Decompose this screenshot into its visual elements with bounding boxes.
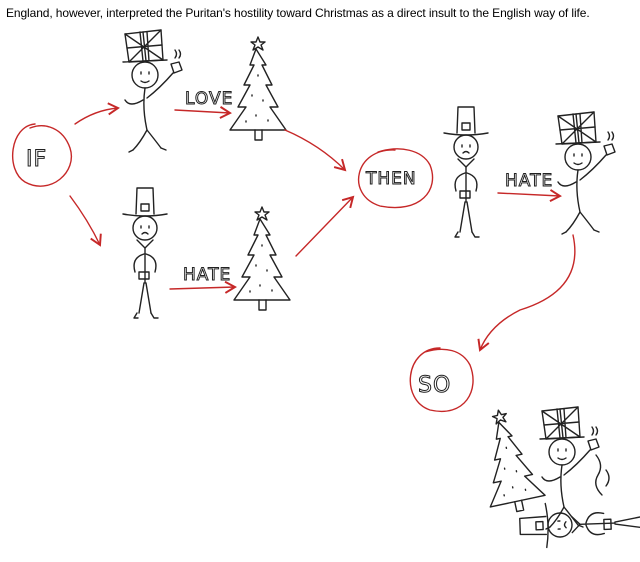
arrow-hate-1	[169, 280, 237, 294]
then-node: THEN	[357, 148, 434, 209]
fallen-christmas-tree-icon	[470, 403, 548, 518]
hate-label-1: HATE	[183, 265, 231, 285]
arrow-hate-2	[497, 189, 562, 202]
knocked-down-puritan-figure	[518, 499, 640, 550]
englishman-figure	[539, 406, 600, 530]
arrow-to-then-top	[284, 129, 347, 172]
puritan-figure	[443, 106, 489, 238]
arrow-love	[174, 106, 232, 119]
so-label: SO	[418, 373, 451, 398]
englishman-figure	[122, 29, 183, 153]
caption-text: England, however, interpreted the Purita…	[6, 6, 590, 20]
christmas-tree-icon	[229, 36, 287, 141]
motion-lines	[595, 454, 610, 496]
then-label: THEN	[365, 169, 417, 189]
arrow-to-then-bottom	[295, 195, 355, 257]
so-node: SO	[409, 347, 474, 413]
arrow-to-so	[477, 234, 576, 352]
if-label: IF	[26, 147, 47, 172]
arrow-if-to-hate	[69, 195, 102, 247]
englishman-figure	[555, 111, 616, 235]
arrow-if-to-love	[74, 102, 120, 125]
if-node: IF	[11, 123, 73, 187]
love-label: LOVE	[185, 89, 233, 109]
christmas-tree-icon	[233, 206, 291, 311]
hate-label-2: HATE	[505, 171, 553, 191]
puritan-figure	[122, 187, 168, 319]
